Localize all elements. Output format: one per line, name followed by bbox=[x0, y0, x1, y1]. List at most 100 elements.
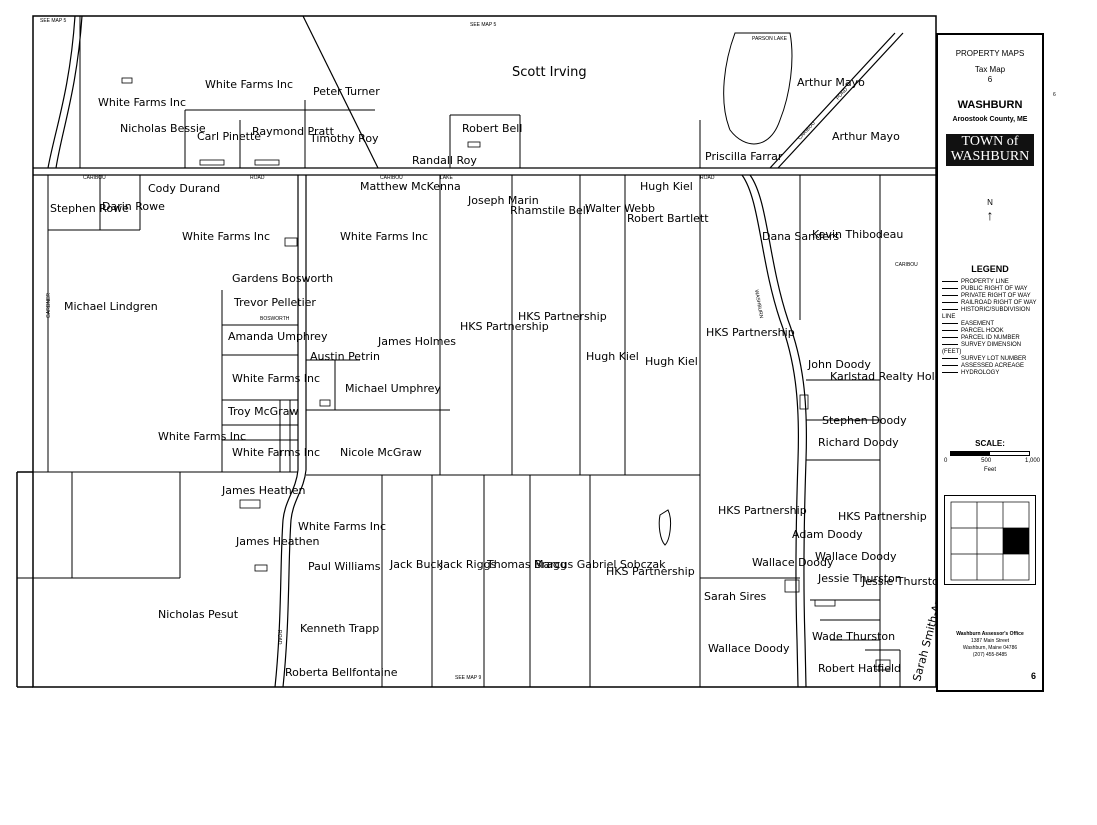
owner-label: Rhamstile Bell bbox=[510, 204, 589, 217]
owner-label: Arthur Mayo bbox=[832, 130, 900, 143]
road-labels: CARIBOU ROAD CARIBOU LAKE ROAD CARIBOU R… bbox=[40, 18, 918, 681]
line-swatch-icon bbox=[942, 336, 958, 338]
owner-label: HKS Partnership bbox=[606, 565, 695, 578]
road-label: CARIBOU bbox=[380, 175, 403, 181]
legend-item: SURVEY LOT NUMBER bbox=[942, 356, 1042, 363]
legend-item: EASEMENT bbox=[942, 321, 1042, 328]
owner-label: Wallace Doody bbox=[815, 550, 897, 563]
owner-label: Jessie Thurston bbox=[817, 572, 902, 585]
parcel-lines bbox=[17, 16, 901, 687]
owner-label: Richard Doody bbox=[818, 436, 899, 449]
office-name: Washburn Assessor's Office bbox=[956, 631, 1024, 637]
scale-unit: Feet bbox=[983, 467, 996, 473]
legend-item: HYDROLOGY bbox=[942, 370, 1042, 377]
owner-label: Wallace Doody bbox=[752, 556, 834, 569]
map-title: Tax Map bbox=[974, 65, 1006, 74]
owner-label: Nicholas Pesut bbox=[158, 608, 239, 621]
owner-label: Stephen Rowe bbox=[50, 202, 129, 215]
map-number: 6 bbox=[987, 75, 993, 84]
owner-label: White Farms Inc bbox=[298, 520, 386, 533]
line-swatch-icon bbox=[942, 301, 958, 303]
line-swatch-icon bbox=[942, 294, 958, 296]
legend-item: PARCEL ID NUMBER bbox=[942, 335, 1042, 342]
owner-label: James Heathen bbox=[221, 484, 306, 497]
scale-bar bbox=[950, 451, 1030, 456]
line-swatch-icon bbox=[942, 364, 958, 366]
line-swatch-icon bbox=[942, 329, 958, 331]
road-label: PARSON LAKE bbox=[752, 36, 788, 42]
owner-label: Nicole McGraw bbox=[340, 446, 422, 459]
owner-label: Randall Roy bbox=[412, 154, 477, 167]
owner-label: Nicholas Bessie bbox=[120, 122, 206, 135]
owner-labels: Scott Irving White Farms Inc White Farms… bbox=[50, 65, 965, 683]
owner-label: Scott Irving bbox=[512, 65, 587, 80]
owner-label: Kenneth Trapp bbox=[300, 622, 379, 635]
owner-label: Wallace Doody bbox=[708, 642, 790, 655]
owner-label: Peter Turner bbox=[313, 85, 380, 98]
owner-label: Trevor Pelletier bbox=[233, 296, 316, 309]
owner-label: Kevin Thibodeau bbox=[812, 228, 903, 241]
legend-item: PROPERTY LINE bbox=[942, 279, 1042, 286]
legend-item: SURVEY DIMENSION (FEET) bbox=[942, 342, 1022, 355]
owner-label: Amanda Umphrey bbox=[228, 330, 328, 343]
owner-label: Matthew McKenna bbox=[360, 180, 461, 193]
current-map-highlight bbox=[1003, 528, 1029, 554]
owner-label: White Farms Inc bbox=[340, 230, 428, 243]
pond-hydrology bbox=[658, 509, 672, 546]
owner-label: Sarah Sires bbox=[704, 590, 767, 603]
scale-bar-fill bbox=[951, 452, 990, 455]
road-label: SEE MAP 5 bbox=[470, 22, 497, 28]
road-label: GARDNER bbox=[46, 293, 52, 318]
owner-label: Jessie Thurston bbox=[861, 575, 946, 588]
owner-label: Roberta Bellfontaine bbox=[285, 666, 398, 679]
owner-label: HKS Partnership bbox=[718, 504, 807, 517]
page-number: 6 bbox=[1030, 671, 1036, 681]
owner-label: Stephen Doody bbox=[822, 414, 907, 427]
legend-item: PARCEL HOOK bbox=[942, 328, 1042, 335]
owner-label: Hugh Kiel bbox=[586, 350, 639, 363]
owner-label: Thomas Bragg bbox=[486, 558, 567, 571]
owner-label: Jack Buck bbox=[389, 558, 443, 571]
owner-label: Adam Doody bbox=[792, 528, 863, 541]
owner-label: Timothy Roy bbox=[309, 132, 379, 145]
owner-label: White Farms Inc bbox=[182, 230, 270, 243]
owner-label: Wade Thurston bbox=[812, 630, 895, 643]
scale-label: SCALE: bbox=[975, 439, 1005, 448]
owner-label: Paul Williams bbox=[308, 560, 381, 573]
owner-label: White Farms Inc bbox=[205, 78, 293, 91]
road-label: SEE MAP 9 bbox=[455, 675, 482, 681]
road-label: CARIBOU bbox=[797, 120, 817, 141]
owner-label: Marcus Gabriel Sobczak bbox=[534, 558, 666, 571]
owner-label: White Farms Inc bbox=[98, 96, 186, 109]
owner-label: Hugh Kiel bbox=[645, 355, 698, 368]
road-label: CARIBOU bbox=[895, 262, 918, 268]
legend-title: LEGEND bbox=[971, 264, 1009, 274]
owner-label: Robert Bell bbox=[462, 122, 522, 135]
owner-label: Priscilla Farrar bbox=[705, 150, 783, 163]
owner-label: White Farms Inc bbox=[232, 372, 320, 385]
lake-hydrology bbox=[723, 32, 793, 145]
line-swatch-icon bbox=[942, 287, 958, 289]
owner-label: Gardens Bosworth bbox=[232, 272, 333, 285]
line-swatch-icon bbox=[942, 371, 958, 373]
owner-label: Cody Durand bbox=[148, 182, 220, 195]
office-city: Washburn, Maine 04786 bbox=[962, 645, 1018, 651]
locator-inset bbox=[944, 495, 1036, 585]
owner-label: HKS Partnership bbox=[706, 326, 795, 339]
legend-item: HISTORIC/SUBDIVISION LINE bbox=[942, 307, 1030, 320]
north-arrow-glyph: ↑ bbox=[986, 207, 994, 223]
owner-label: James Holmes bbox=[377, 335, 456, 348]
owner-label: Austin Petrin bbox=[310, 350, 380, 363]
owner-label: Robert Bartlett bbox=[627, 212, 709, 225]
owner-label: Michael Lindgren bbox=[64, 300, 158, 313]
legend-item: ASSESSED ACREAGE bbox=[942, 363, 1042, 370]
owner-label: Robert Hatfield bbox=[818, 662, 901, 675]
line-swatch-icon bbox=[942, 322, 958, 324]
owner-label: Walter Webb bbox=[585, 202, 655, 215]
legend-item: RAILROAD RIGHT OF WAY bbox=[942, 300, 1042, 307]
owner-label: HKS Partnership bbox=[460, 320, 549, 333]
line-swatch-icon bbox=[942, 343, 958, 345]
logo-line-1: TOWN of bbox=[961, 134, 1019, 149]
owner-label: Hugh Kiel bbox=[640, 180, 693, 193]
